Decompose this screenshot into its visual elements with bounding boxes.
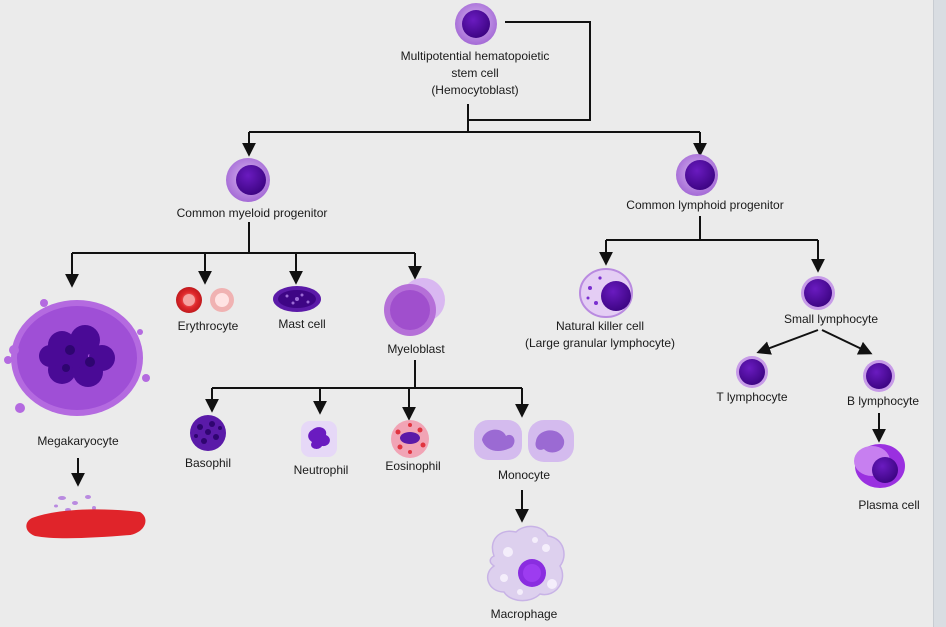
mast-cell-label: Mast cell	[278, 317, 326, 331]
natural-killer-label-line-2: (Large granular lymphocyte)	[524, 336, 676, 350]
stem-cell-label-line-2: stem cell	[451, 66, 499, 80]
plasma-cell-image	[854, 444, 905, 488]
erythrocyte-image	[176, 287, 234, 313]
plasma-cell-label: Plasma cell	[858, 498, 920, 512]
stem-cell-label: Multipotential hematopoietic stem cell (…	[374, 48, 576, 99]
megakaryocyte-label: Megakaryocyte	[37, 434, 119, 448]
red-redaction-mark	[26, 509, 146, 539]
monocyte-label: Monocyte	[497, 468, 551, 482]
b-lymphocyte-image	[863, 360, 895, 392]
t-lymphocyte-label: T lymphocyte	[716, 390, 788, 404]
macrophage-image	[486, 525, 565, 602]
neutrophil-label: Neutrophil	[293, 463, 349, 477]
stem-cell-image	[455, 3, 497, 45]
neutrophil-image	[301, 421, 337, 457]
t-lymphocyte-image	[736, 356, 768, 388]
connectors	[65, 21, 886, 523]
small-lymphocyte-image	[801, 276, 835, 310]
small-lymphocyte-label: Small lymphocyte	[783, 312, 879, 326]
natural-killer-image	[579, 268, 633, 318]
myeloid-progenitor-image	[226, 158, 270, 202]
myeloblast-image	[384, 278, 445, 336]
myeloblast-label: Myeloblast	[387, 342, 445, 356]
stem-cell-label-line-1: Multipotential hematopoietic	[400, 49, 550, 63]
stem-cell-label-line-3: (Hemocytoblast)	[431, 83, 519, 97]
natural-killer-label: Natural killer cell (Large granular lymp…	[496, 318, 704, 352]
eosinophil-label: Eosinophil	[385, 459, 441, 473]
window-edge-strip	[933, 0, 946, 627]
macrophage-label: Macrophage	[490, 607, 558, 621]
megakaryocyte-image	[4, 299, 150, 416]
monocyte-image	[474, 420, 574, 462]
lymphoid-progenitor-label: Common lymphoid progenitor	[626, 198, 784, 212]
myeloid-progenitor-label: Common myeloid progenitor	[176, 206, 328, 220]
natural-killer-label-line-1: Natural killer cell	[555, 319, 645, 333]
erythrocyte-label: Erythrocyte	[177, 319, 239, 333]
lymphoid-progenitor-image	[676, 154, 718, 196]
eosinophil-image	[391, 420, 429, 458]
mast-cell-image	[273, 286, 321, 312]
basophil-image	[190, 415, 226, 451]
b-lymphocyte-label: B lymphocyte	[846, 394, 920, 408]
basophil-label: Basophil	[184, 456, 232, 470]
stem-loop-connector	[468, 21, 591, 121]
